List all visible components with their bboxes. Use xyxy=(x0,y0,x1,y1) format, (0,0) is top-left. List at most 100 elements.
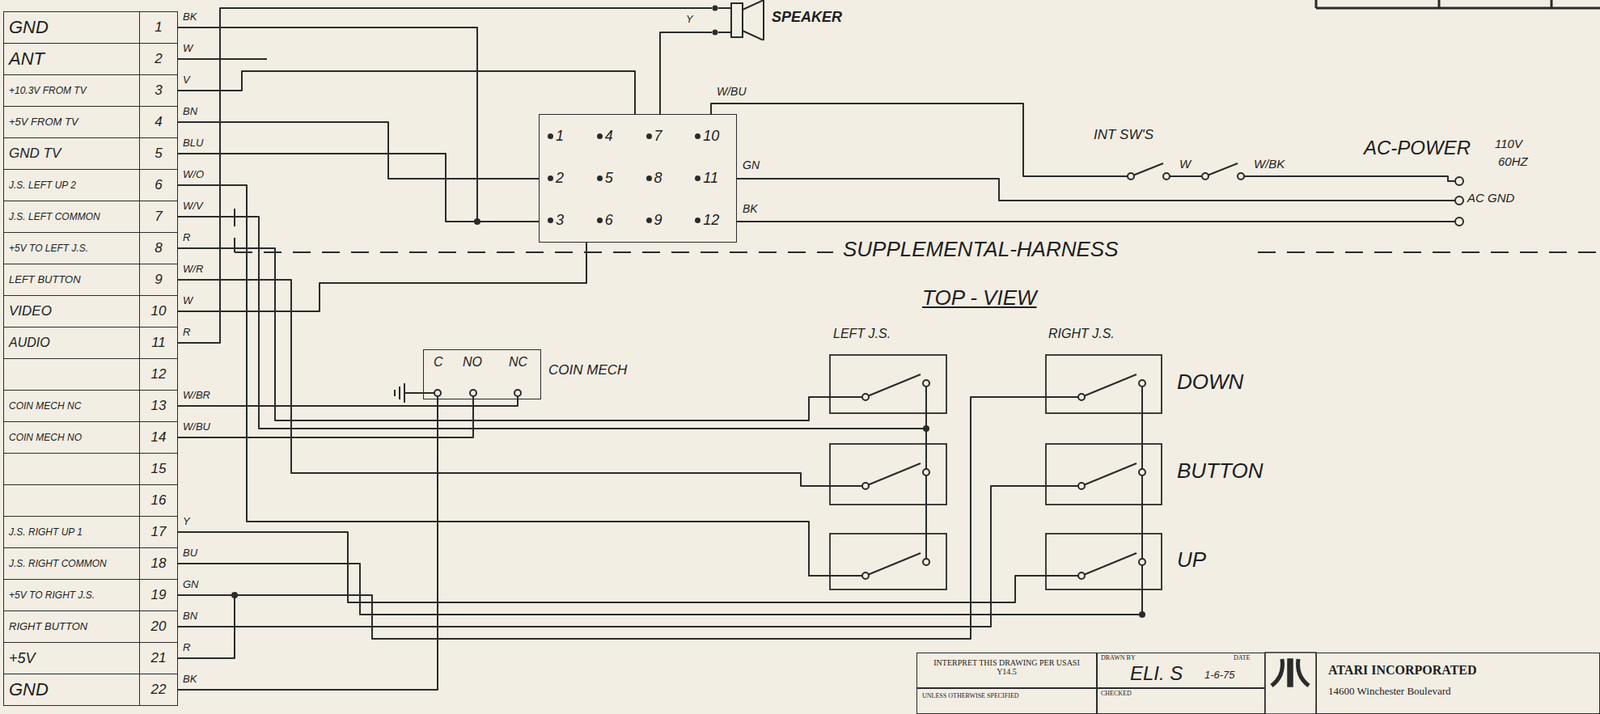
harness-wire xyxy=(177,595,235,659)
title-block-note: UNLESS OTHERWISE SPECIFIED xyxy=(922,693,1020,701)
wire-color: BU xyxy=(182,547,198,559)
connector-pin-row: GND TV5 xyxy=(3,137,178,170)
pin-label: GND TV xyxy=(4,138,140,170)
harness-wire xyxy=(177,486,1079,627)
connector-pin-row: J.S. LEFT COMMON7 xyxy=(3,200,178,233)
wire xyxy=(177,153,539,222)
connector-pin-row: ANT2 xyxy=(3,42,178,76)
ac-terminal xyxy=(1455,217,1464,226)
wire-color: Y xyxy=(685,13,694,26)
switch-terminal xyxy=(862,393,869,401)
switch-lever xyxy=(1081,463,1137,487)
pin-number: 4 xyxy=(588,114,639,157)
pin-number: 6 xyxy=(139,169,178,201)
joystick-switch-box xyxy=(829,533,947,590)
view-title: TOP - VIEW xyxy=(922,286,1038,310)
joystick-switch-box xyxy=(1045,355,1162,414)
connector-pin-row: 15 xyxy=(3,452,178,486)
switch-lever xyxy=(865,463,921,487)
pin-label: +5V FROM TV xyxy=(4,106,140,138)
harness-wire xyxy=(177,563,1143,615)
pin-label: RIGHT BUTTON xyxy=(4,611,140,643)
pin-number: 2 xyxy=(539,156,589,199)
wire-color: R xyxy=(182,326,191,339)
terminal-label: AC GND xyxy=(1467,191,1515,206)
drawing-frame xyxy=(1438,0,1441,9)
pin-number: 1 xyxy=(139,12,178,43)
pin-label: J.S. RIGHT COMMON xyxy=(4,548,140,580)
ground-symbol xyxy=(393,389,396,397)
pin-number: 10 xyxy=(139,296,178,327)
joystick-switch-box xyxy=(829,355,947,414)
pin-number: 5 xyxy=(139,138,178,170)
wire xyxy=(177,399,518,407)
connector-pin-row: 16 xyxy=(3,484,178,517)
pin-number: 20 xyxy=(139,611,178,643)
wire xyxy=(177,27,539,222)
wire-color: GN xyxy=(742,159,760,172)
harness-wire xyxy=(177,185,863,576)
pin-number: 15 xyxy=(139,453,178,485)
harness-title: SUPPLEMENTAL-HARNESS xyxy=(842,237,1119,262)
wire-color: W xyxy=(1179,157,1191,172)
wire-color: BN xyxy=(182,610,198,623)
wire-color: BK xyxy=(742,203,758,216)
pin-number: 4 xyxy=(139,106,178,138)
speaker: SPEAKER xyxy=(711,0,898,41)
connector-pin-row: J.S. RIGHT UP 117 xyxy=(3,516,178,549)
drawing-frame xyxy=(1316,7,1600,10)
drawing-frame xyxy=(1315,0,1318,9)
power-label: AC-POWER xyxy=(1363,137,1471,159)
connector-pin-row: 12 xyxy=(3,358,178,391)
switch-terminal xyxy=(922,380,930,387)
drawing-frame xyxy=(1316,0,1600,9)
pin-number: 17 xyxy=(139,516,178,548)
connector-pin-row: RIGHT BUTTON20 xyxy=(3,610,178,644)
pin-number: 18 xyxy=(139,548,178,580)
component-label: COIN MECH xyxy=(548,363,627,379)
title-block-cell: DRAWN BYDATEELI. S1-6-75 xyxy=(1096,652,1266,689)
switch-terminal xyxy=(1078,393,1085,401)
speaker-lead xyxy=(718,31,732,34)
switch-lever xyxy=(865,163,1238,576)
wire-color: V xyxy=(182,74,191,86)
switch-lever xyxy=(1130,163,1164,177)
pin-number: 11 xyxy=(686,156,737,199)
title-block-cell: ATARI INCORPORATED14600 Winchester Boule… xyxy=(1316,652,1600,714)
joystick-switch-box xyxy=(1045,533,1162,590)
connector-pin-row: COIN MECH NC13 xyxy=(3,389,178,423)
switch-terminal xyxy=(469,389,477,397)
pin-label: COIN MECH NC xyxy=(4,390,140,422)
switch-function: BUTTON xyxy=(1176,459,1263,483)
ac-terminal xyxy=(1455,177,1464,186)
harness-wire xyxy=(177,248,863,421)
harness-wire xyxy=(177,59,1456,659)
pin-label: J.S. RIGHT UP 1 xyxy=(4,516,140,548)
pin-label: +5V TO RIGHT J.S. xyxy=(4,579,140,611)
title-block-cell: CHECKED xyxy=(1096,688,1266,714)
title-block-cell: UNLESS OTHERWISE SPECIFIED xyxy=(916,688,1097,714)
connector-pin-row: J.S. LEFT UP 26 xyxy=(3,169,178,202)
drawing-frame xyxy=(1550,0,1554,9)
switch-terminal xyxy=(434,173,1245,580)
wire-color: BK xyxy=(182,673,197,686)
harness-wire xyxy=(177,397,1079,640)
joystick-switch-box xyxy=(829,355,1162,590)
pin-number: 9 xyxy=(139,264,178,296)
pin-label: AUDIO xyxy=(4,327,140,359)
terminal-label: NC xyxy=(508,355,528,370)
atari-logo xyxy=(1271,659,1283,686)
wire-color: W/V xyxy=(182,200,204,212)
wire-color: R xyxy=(182,642,191,654)
pin-number: 19 xyxy=(139,579,178,611)
wire-color: W/BR xyxy=(182,389,211,402)
junction-dot xyxy=(231,218,1146,618)
pin-label: GND xyxy=(4,12,140,43)
junction-dot xyxy=(922,425,930,432)
switch-label: INT SW'S xyxy=(1093,127,1154,144)
switch-terminal xyxy=(1138,469,1146,476)
speaker-lead xyxy=(718,7,732,9)
pin-number: 22 xyxy=(139,674,178,706)
pin-label: J.S. LEFT COMMON xyxy=(4,201,140,233)
